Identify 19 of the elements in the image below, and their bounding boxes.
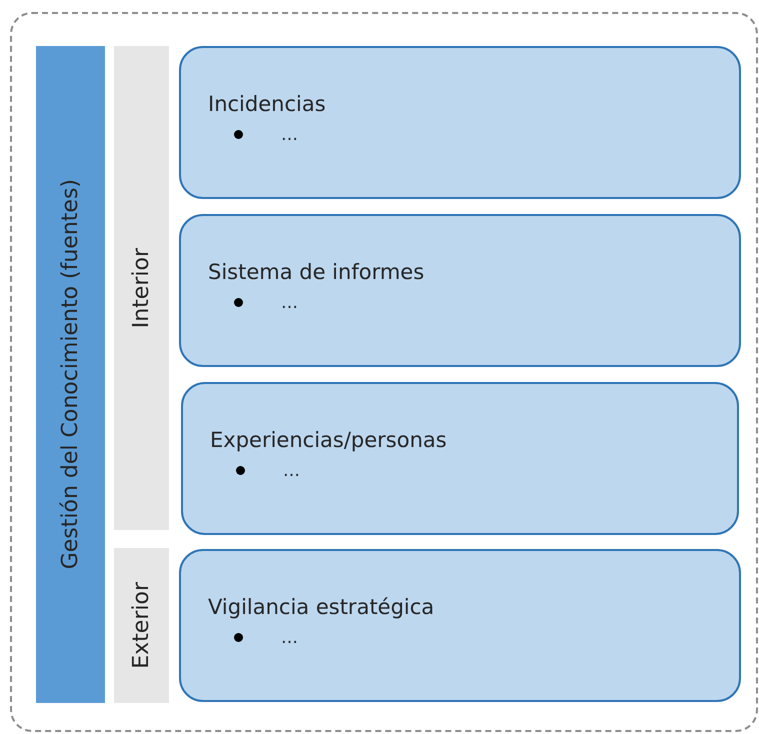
bullet-item: … — [234, 292, 298, 312]
band-label: Gestión del Conocimiento (fuentes) — [58, 179, 83, 570]
content-card — [179, 549, 741, 702]
bullet-item: … — [236, 460, 300, 480]
content-card — [179, 214, 741, 367]
band-label: Interior — [129, 248, 154, 328]
category-band — [36, 46, 105, 703]
band-label: Exterior — [129, 582, 154, 669]
card-heading: Experiencias/personas — [210, 428, 447, 452]
dashed-frame — [10, 12, 758, 732]
bullet-item: … — [234, 628, 298, 648]
group-band — [114, 46, 169, 530]
card-heading: Vigilancia estratégica — [208, 595, 434, 619]
group-band — [114, 548, 169, 703]
card-heading: Sistema de informes — [208, 260, 424, 284]
content-card — [179, 46, 741, 199]
bullet-item: … — [234, 124, 298, 144]
card-heading: Incidencias — [208, 92, 326, 116]
content-card — [181, 382, 739, 535]
